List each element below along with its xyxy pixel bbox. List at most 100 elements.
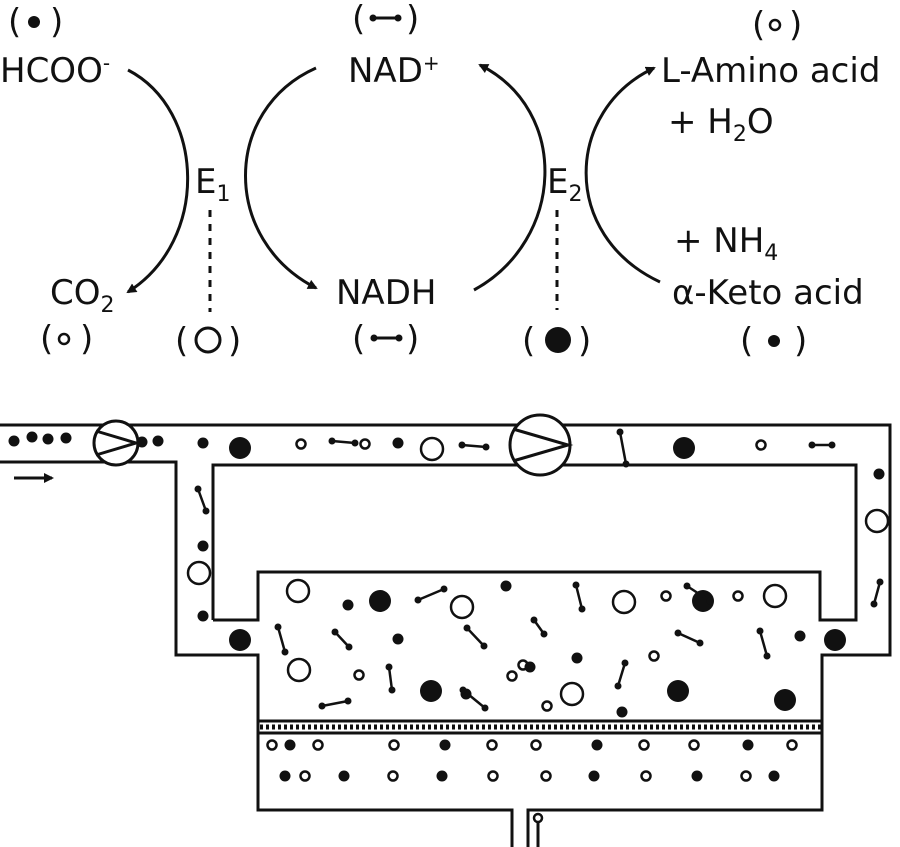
small-open-molecule [541,700,553,712]
svg-text:(: ( [8,2,21,42]
small-filled-molecule [500,580,512,592]
small-filled-molecule [197,540,209,552]
nadh-to-nad-arrow [473,63,547,292]
small-filled-molecule [588,770,600,782]
dumbbell-molecule-bond [196,488,208,512]
small-open-molecule [638,739,650,751]
small-open-molecule [353,669,365,681]
dumbbell-molecule-end [458,441,466,449]
dumbbell-molecule-end [281,648,289,656]
svg-text:(: ( [40,319,53,359]
large-open-molecule [864,508,890,534]
dumbbell-molecule-bond [417,587,445,602]
dumbbell-molecule-end [808,441,816,449]
dumbbell-molecule-bond [461,443,487,449]
reactor-outer-wall-left [0,460,514,847]
small-filled-molecule [152,435,164,447]
small-filled-molecule [768,770,780,782]
large-open-molecule [419,436,445,462]
svg-text:): ) [228,321,241,361]
dumbbell-molecule-end [482,443,490,451]
dumbbell-molecule-bond [872,581,882,605]
svg-text:): ) [406,0,419,39]
small-open-molecule [660,590,672,602]
small-filled-molecule [279,770,291,782]
dumbbell-molecule-end [480,642,488,650]
svg-text:): ) [406,319,419,359]
dumbbell-molecule-bond [758,630,769,657]
small-open-molecule [540,770,552,782]
dumbbell-molecule-end [621,659,629,667]
large-open-molecule [286,657,312,683]
dumbbell-molecule-bond [462,689,486,709]
dumbbell-molecule-bond [321,699,349,708]
svg-text:(: ( [175,321,188,361]
large-filled-molecule [229,629,251,651]
svg-text:(: ( [352,0,365,39]
large-filled-molecule [229,437,251,459]
svg-text:): ) [50,2,63,42]
small-filled-molecule [794,630,806,642]
svg-text:(: ( [752,5,765,45]
reactor-molecules [8,428,890,782]
large-open-molecule [762,583,788,609]
dumbbell-molecule-end [351,439,359,447]
dumbbell-molecule-bond [276,626,287,653]
dumbbell-molecule-end [274,623,282,631]
small-filled-molecule [342,599,354,611]
small-open-molecule [648,650,660,662]
e1-symbol: () [175,321,241,361]
small-filled-molecule [60,432,72,444]
large-open-molecule [285,578,311,604]
recycle-pump [508,413,574,477]
dumbbell-molecule-end [414,596,422,604]
dumbbell-molecule-bond [616,662,627,687]
small-filled-molecule [616,706,628,718]
svg-text:): ) [794,321,807,361]
reaction-scheme: () ( ) () () () ( ) () () HCOO- [0,0,880,361]
small-open-molecule [295,438,307,450]
small-filled-molecule [136,436,148,448]
small-filled-molecule [742,739,754,751]
small-open-molecule [266,739,278,751]
svg-text:(: ( [522,321,535,361]
formate-symbol: () [8,2,63,42]
small-filled-molecule [197,610,209,622]
large-open-molecule [449,594,475,620]
small-filled-molecule [873,468,885,480]
co2-symbol: () [40,319,93,359]
dumbbell-molecule-end [876,578,884,586]
keto-to-amino-arrow [584,66,661,284]
small-open-molecule [530,739,542,751]
small-open-molecule [640,770,652,782]
dumbbell-molecule-bond [686,584,711,603]
outlet-product [532,812,544,824]
amino-acid-symbol: () [752,5,802,45]
dumbbell-molecule-bond [677,631,701,645]
e1-label: E1 [195,162,230,207]
small-filled-molecule [691,770,703,782]
dumbbell-molecule-end [763,652,771,660]
dumbbell-molecule-end [194,485,202,493]
nad-to-nadh-arrow [244,66,318,290]
dumbbell-molecule-end [706,597,714,605]
svg-text:(: ( [352,319,365,359]
small-filled-molecule [338,770,350,782]
small-open-molecule [786,739,798,751]
ammonium-label: + NH4 [674,221,778,266]
small-open-molecule [517,659,529,671]
large-filled-molecule [774,689,796,711]
formate-label: HCOO- [0,51,110,91]
dumbbell-molecule-end [344,697,352,705]
small-open-molecule [755,439,767,451]
e2-symbol: () [522,321,591,361]
small-open-molecule [740,770,752,782]
small-open-molecule [312,739,324,751]
dumbbell-molecule-end [828,441,836,449]
small-filled-molecule [284,739,296,751]
dumbbell-molecule-bond [618,431,628,465]
dumbbell-molecule-bond [387,666,394,691]
large-filled-molecule [692,590,714,612]
dumbbell-molecule-end [328,437,336,445]
